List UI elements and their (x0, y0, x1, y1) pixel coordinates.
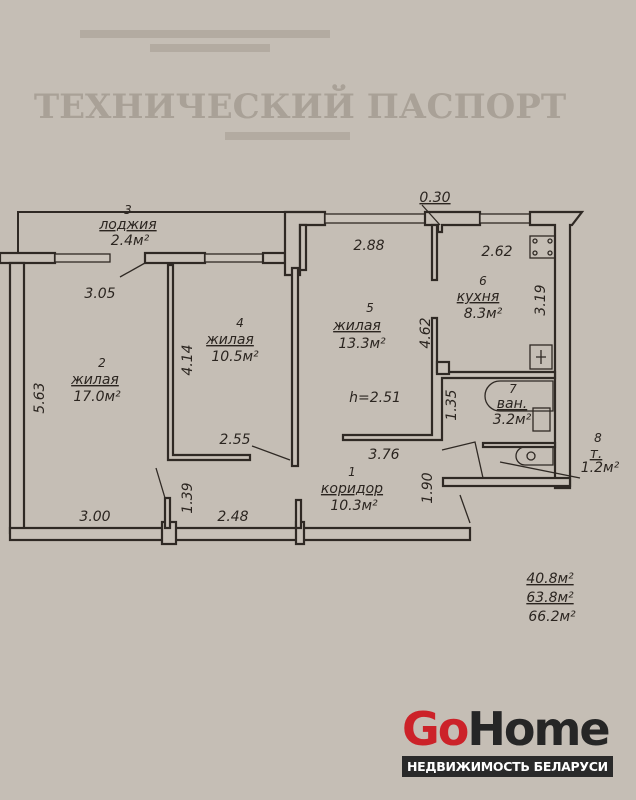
svg-text:ван.: ван. (497, 396, 527, 412)
svg-text:8: 8 (594, 431, 602, 445)
svg-text:жилая: жилая (70, 372, 119, 388)
room-4-label: 4 жилая 10.5м² (205, 316, 259, 365)
walls (0, 210, 585, 546)
svg-text:коридор: коридор (321, 481, 383, 497)
room-1-label: 1 коридор 10.3м² (321, 465, 383, 514)
room-2-label: 2 жилая 17.0м² (70, 356, 121, 405)
svg-text:т.: т. (590, 446, 603, 462)
living-area-total: 40.8м² (526, 571, 574, 587)
faint-header-line (225, 132, 350, 140)
room-7-label: 7 ван. 3.2м² (493, 382, 532, 428)
faint-header-line (150, 44, 270, 52)
svg-text:3.00: 3.00 (79, 509, 110, 525)
bathtub-icon (484, 380, 554, 412)
svg-text:2.88: 2.88 (353, 238, 384, 254)
svg-text:2.55: 2.55 (219, 432, 250, 448)
stove-icon (529, 235, 556, 259)
logo-wordmark: GoHome (402, 706, 613, 752)
washbasin-icon (532, 407, 551, 432)
svg-text:2: 2 (98, 356, 106, 370)
logo-tagline: НЕДВИЖИМОСТЬ БЕЛАРУСИ (402, 756, 613, 777)
room-6-label: 6 кухня 8.3м² (457, 274, 503, 322)
svg-text:10.5м²: 10.5м² (211, 349, 259, 365)
room-5-label: 5 жилая 13.3м² (332, 301, 386, 352)
total-area: 63.8м² (526, 590, 574, 606)
faint-header-line (80, 30, 330, 38)
window (54, 253, 111, 263)
svg-text:5.63: 5.63 (32, 382, 48, 413)
svg-text:5: 5 (366, 301, 374, 315)
svg-text:1.2м²: 1.2м² (581, 460, 620, 476)
svg-text:3.05: 3.05 (84, 286, 115, 302)
area-totals: 40.8м² 63.8м² 66.2м² (526, 571, 576, 625)
svg-text:13.3м²: 13.3м² (338, 336, 386, 352)
svg-text:2.62: 2.62 (481, 244, 512, 260)
svg-text:4.14: 4.14 (180, 344, 196, 375)
svg-text:4: 4 (236, 316, 244, 330)
ceiling-height: h=2.51 (349, 390, 401, 406)
total-area-with-loggia: 66.2м² (528, 609, 576, 625)
svg-text:6: 6 (479, 274, 487, 288)
logo-home: Home (467, 702, 610, 756)
svg-text:1: 1 (348, 465, 356, 479)
svg-text:1.90: 1.90 (420, 472, 436, 503)
svg-text:2.48: 2.48 (217, 509, 248, 525)
toilet-icon (515, 446, 554, 466)
svg-text:жилая: жилая (205, 332, 254, 348)
room-8-label: 8 т. 1.2м² (581, 431, 620, 476)
document-title: ТЕХНИЧЕСКИЙ ПАСПОРТ (34, 84, 566, 127)
svg-text:7: 7 (509, 382, 517, 396)
logo-go: Go (402, 702, 469, 756)
window (479, 213, 531, 224)
svg-text:кухня: кухня (457, 289, 500, 305)
gohome-logo: GoHome НЕДВИЖИМОСТЬ БЕЛАРУСИ (402, 706, 613, 777)
svg-text:3.2м²: 3.2м² (493, 412, 532, 428)
svg-text:3: 3 (124, 203, 132, 217)
room-3-label: 3 лоджия 2.4м² (98, 203, 156, 249)
window (324, 213, 426, 224)
svg-text:лоджия: лоджия (98, 217, 156, 233)
svg-text:3.76: 3.76 (368, 447, 399, 463)
svg-text:0.30: 0.30 (419, 190, 450, 206)
window (204, 253, 264, 263)
fixtures (484, 235, 556, 466)
svg-text:3.19: 3.19 (533, 284, 549, 315)
svg-text:2.4м²: 2.4м² (111, 233, 150, 249)
svg-text:8.3м²: 8.3м² (464, 306, 503, 322)
svg-text:1.39: 1.39 (180, 482, 196, 513)
svg-text:17.0м²: 17.0м² (73, 389, 121, 405)
dimension-labels: 0.30 3.05 5.63 4.14 2.55 1.39 3.00 2.48 … (32, 190, 549, 525)
svg-text:жилая: жилая (332, 318, 381, 334)
svg-text:10.3м²: 10.3м² (330, 498, 378, 514)
svg-text:4.62: 4.62 (418, 317, 434, 348)
svg-text:1.35: 1.35 (444, 389, 460, 420)
sink-icon (529, 344, 553, 370)
leader-lines (119, 204, 581, 524)
